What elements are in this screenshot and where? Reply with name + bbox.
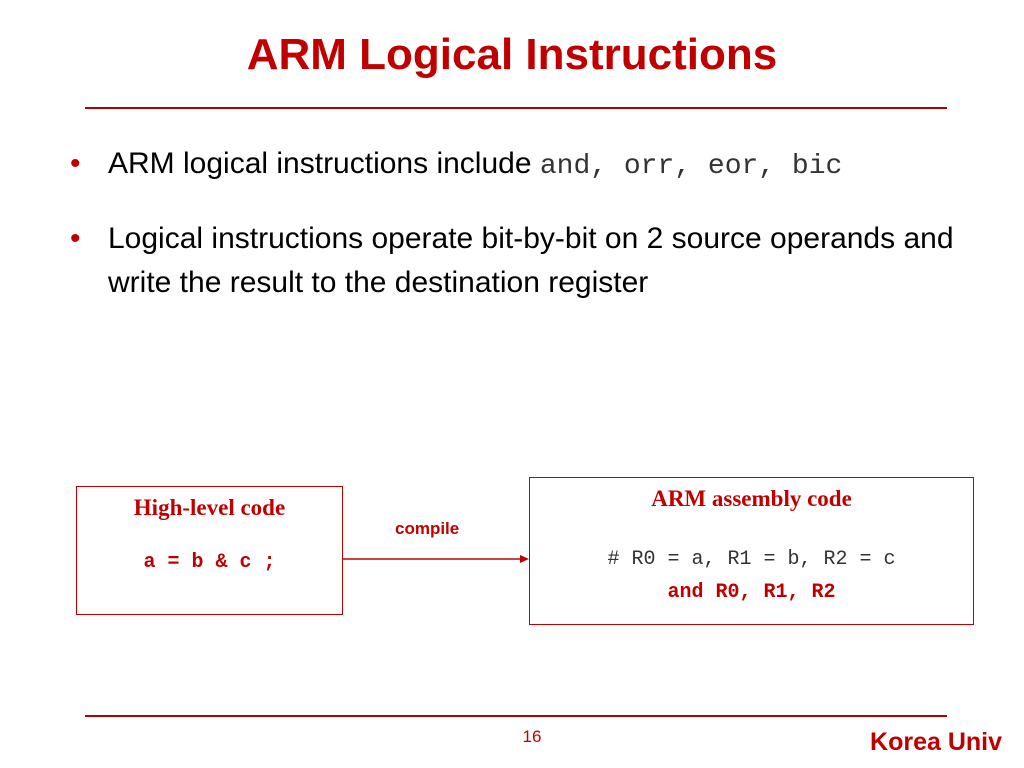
high-level-code-line: a = b & c ; (143, 551, 276, 574)
bullet-code: and, orr, eor, bic (539, 151, 843, 182)
compile-arrow-icon (342, 555, 529, 563)
assembly-code-box: ARM assembly code # R0 = a, R1 = b, R2 =… (529, 477, 974, 625)
bullet-text: ARM logical instructions include (108, 147, 540, 180)
bullet-list: • ARM logical instructions include and, … (70, 142, 990, 333)
high-level-code-title: High-level code (133, 495, 286, 520)
bullet-item: • ARM logical instructions include and, … (70, 142, 990, 189)
title-divider (85, 107, 947, 109)
assembly-instruction: and R0, R1, R2 (667, 581, 836, 604)
compile-label: compile (395, 519, 460, 538)
footer-logo-text: Korea Univ (870, 728, 1002, 756)
footer-divider (85, 715, 947, 717)
slide-title: ARM Logical Instructions (246, 30, 778, 79)
bullet-item: • Logical instructions operate bit-by-bi… (70, 217, 990, 305)
bullet-dot-icon: • (70, 222, 81, 255)
high-level-code-box: High-level code a = b & c ; (76, 486, 343, 615)
page-number: 16 (522, 727, 542, 746)
assembly-comment: # R0 = a, R1 = b, R2 = c (607, 548, 896, 571)
bullet-text: Logical instructions operate bit-by-bit … (108, 222, 954, 299)
assembly-code-title: ARM assembly code (651, 486, 852, 511)
bullet-dot-icon: • (70, 147, 81, 180)
